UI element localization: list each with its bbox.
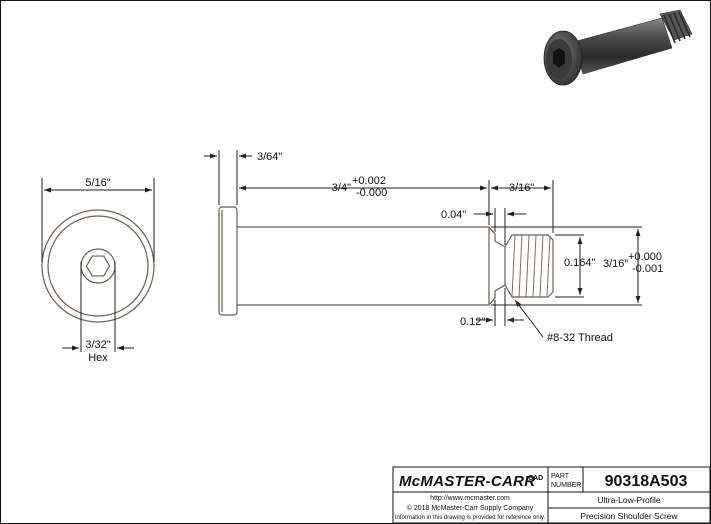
thread-diameter-dimension: 0.164" — [555, 234, 596, 298]
part-number: 90318A503 — [605, 473, 688, 490]
part-label-2: NUMBER — [551, 482, 581, 489]
thread-length-label: 3/16" — [509, 182, 534, 194]
screw-head — [218, 206, 238, 316]
copyright: © 2018 McMaster-Carr Supply Company — [407, 504, 534, 512]
diameter-tol-plus: +0.000 — [628, 251, 662, 263]
diameter-tol-minus: -0.001 — [632, 263, 663, 275]
disclaimer: Information in this drawing is provided … — [395, 515, 546, 521]
relief-label: 0.12" — [460, 316, 485, 328]
relief-dimension: 0.12" — [460, 288, 524, 328]
hex-label: Hex — [88, 352, 108, 364]
thread-callout-label: #8-32 Thread — [547, 332, 613, 344]
side-view — [218, 206, 554, 316]
shoulder-diameter-label: 3/16" — [603, 258, 628, 270]
brand-logo: McMASTER-CARR — [399, 473, 535, 490]
shoulder-tol-minus: -0.000 — [356, 187, 387, 199]
head-outer-circle — [41, 209, 155, 323]
cad-mark: CAD — [528, 475, 543, 482]
hex-dimension: 3/32" Hex — [62, 262, 134, 364]
shoulder-length-dimension: 3/4" +0.002 -0.000 — [239, 175, 490, 225]
head-height-dimension: 3/64" — [204, 150, 282, 205]
head-inner-circle — [47, 215, 149, 317]
product-render — [543, 9, 693, 86]
description-line-2: Precision Shoulder Screw — [580, 511, 678, 521]
thread-callout: #8-32 Thread — [514, 299, 613, 344]
shoulder-length-label: 3/4" — [332, 182, 351, 194]
hex-size-label: 3/32" — [85, 339, 110, 351]
hex-socket — [85, 255, 111, 277]
head-height-label: 3/64" — [257, 151, 282, 163]
head-diameter-dimension: 5/16" — [41, 177, 155, 262]
website-url: http://www.mcmaster.com — [430, 495, 510, 502]
screw-thread — [504, 234, 554, 298]
head-diameter-label: 5/16" — [85, 177, 110, 189]
description-line-1: Ultra-Low-Profile — [597, 495, 661, 505]
title-block: McMASTER-CARR CAD PART NUMBER 90318A503 … — [392, 466, 711, 524]
thread-diameter-label: 0.164" — [564, 257, 596, 269]
shoulder-tol-plus: +0.002 — [352, 175, 386, 187]
screw-shoulder — [237, 226, 506, 306]
groove-width-label: 0.04" — [441, 209, 466, 221]
groove-width-dimension: 0.04" — [441, 208, 526, 245]
thread-length-dimension: 3/16" — [491, 180, 554, 233]
end-view — [41, 209, 155, 323]
shoulder-diameter-dimension: 3/16" +0.000 -0.001 — [491, 226, 663, 306]
part-label-1: PART — [551, 473, 570, 480]
